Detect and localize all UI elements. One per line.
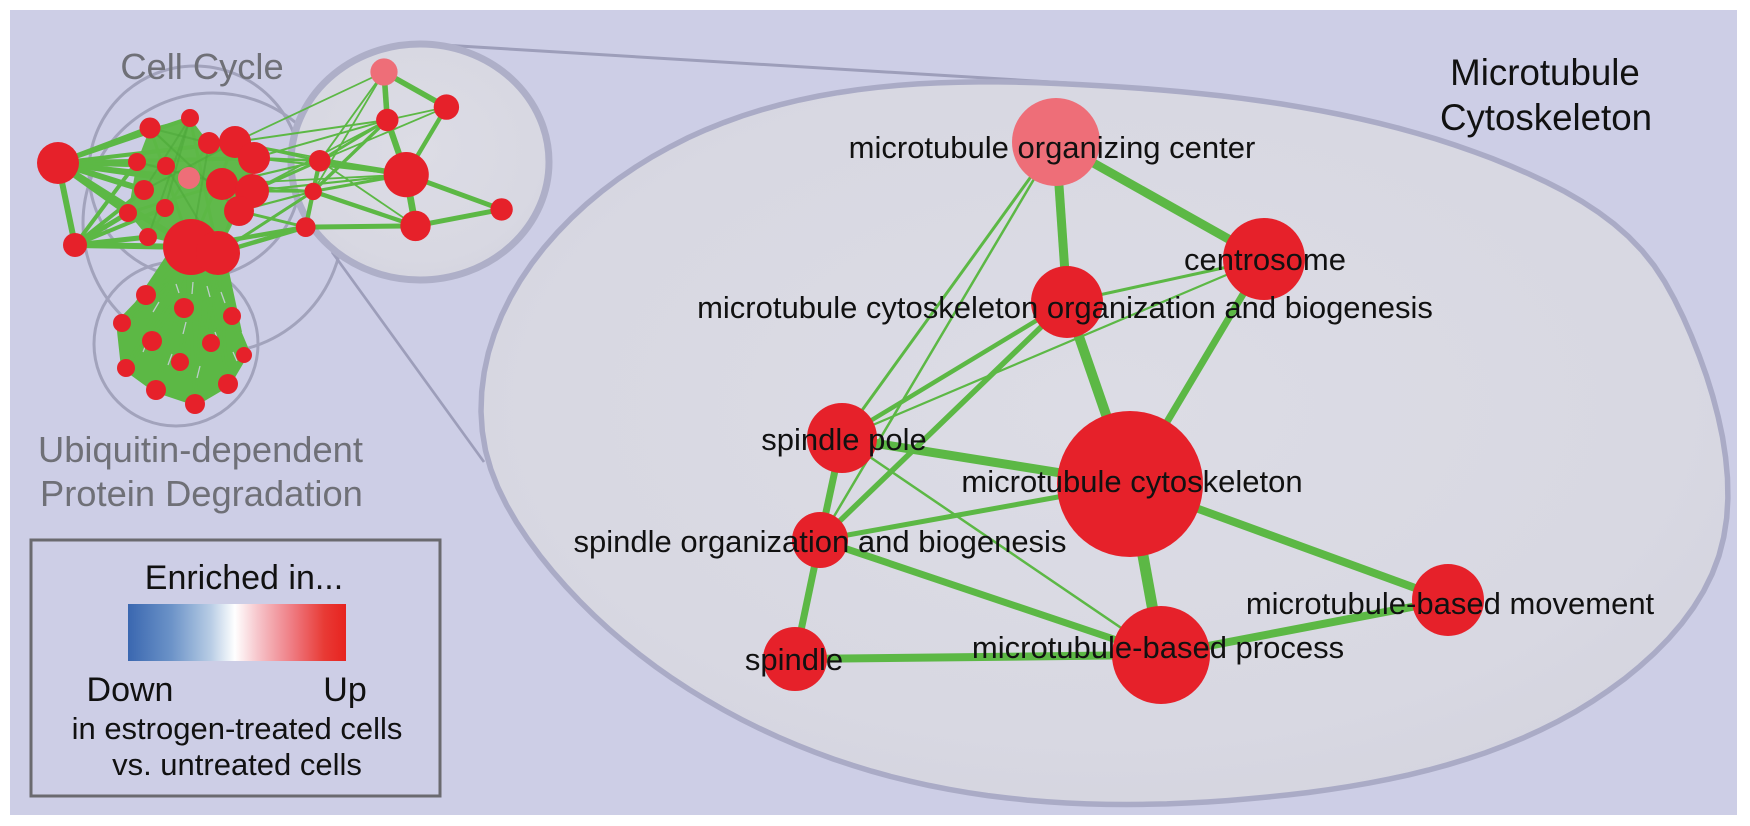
- svg-text:microtubule-based process: microtubule-based process: [972, 630, 1344, 665]
- svg-text:Ubiquitin-dependent: Ubiquitin-dependent: [38, 429, 363, 470]
- svg-text:spindle organization and bioge: spindle organization and biogenesis: [574, 524, 1067, 559]
- svg-text:Cell Cycle: Cell Cycle: [120, 46, 283, 87]
- svg-text:vs. untreated cells: vs. untreated cells: [112, 747, 362, 782]
- svg-text:microtubule organizing center: microtubule organizing center: [849, 130, 1256, 165]
- svg-text:Enriched in...: Enriched in...: [145, 559, 343, 597]
- svg-text:spindle pole: spindle pole: [761, 422, 926, 457]
- svg-text:Down: Down: [87, 671, 174, 709]
- svg-text:in estrogen-treated cells: in estrogen-treated cells: [72, 711, 403, 746]
- svg-text:microtubule-based movement: microtubule-based movement: [1246, 586, 1655, 621]
- svg-text:Protein Degradation: Protein Degradation: [40, 473, 363, 514]
- svg-text:Up: Up: [323, 671, 366, 709]
- svg-text:spindle: spindle: [745, 642, 843, 677]
- svg-text:Microtubule: Microtubule: [1450, 52, 1640, 93]
- svg-text:microtubule cytoskeleton organ: microtubule cytoskeleton organization an…: [697, 290, 1433, 325]
- svg-text:microtubule cytoskeleton: microtubule cytoskeleton: [961, 464, 1302, 499]
- svg-text:centrosome: centrosome: [1184, 242, 1346, 277]
- svg-text:Cytoskeleton: Cytoskeleton: [1440, 97, 1652, 138]
